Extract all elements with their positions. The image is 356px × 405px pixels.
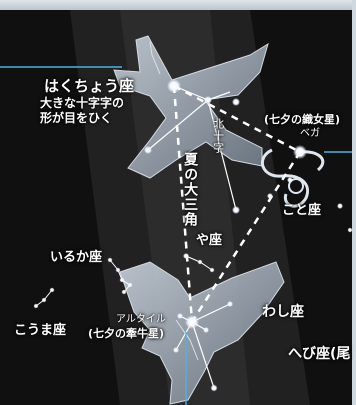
altair-star-label: アルタイル xyxy=(116,314,166,325)
serpens-name-label: へび座(尾 xyxy=(288,346,351,362)
aquila-alias-label: (七夕の牽牛星) xyxy=(88,327,165,340)
summer-triangle-label: 夏の大三角 xyxy=(182,152,199,227)
frame-top-bar xyxy=(0,0,356,10)
pointer-lines xyxy=(0,66,352,405)
cygnus-note-line2: 形が目をひく xyxy=(40,111,113,125)
cygnus-note-line1: 大きな十字字の xyxy=(40,96,125,110)
stars xyxy=(33,79,353,392)
cygnus-swan-illustration xyxy=(113,35,269,179)
lyra-name-label: こと座 xyxy=(282,203,322,218)
sagitta-name-label: や座 xyxy=(196,233,223,248)
altair-star xyxy=(185,315,199,329)
lyra-alias-label: (七夕の織女星) xyxy=(264,113,341,126)
delphinus-name-label: いるか座 xyxy=(50,250,103,265)
cygnus-name-label: はくちょう座 xyxy=(44,77,135,95)
aquila-name-label: わし座 xyxy=(262,304,304,320)
vega-star xyxy=(293,145,307,159)
deneb-star xyxy=(167,79,181,93)
frame-right-bar xyxy=(352,0,356,405)
vega-star-label: ベガ xyxy=(300,128,320,139)
north-cross-label: 北十字 xyxy=(211,118,225,154)
equuleus-name-label: こうま座 xyxy=(14,323,67,338)
